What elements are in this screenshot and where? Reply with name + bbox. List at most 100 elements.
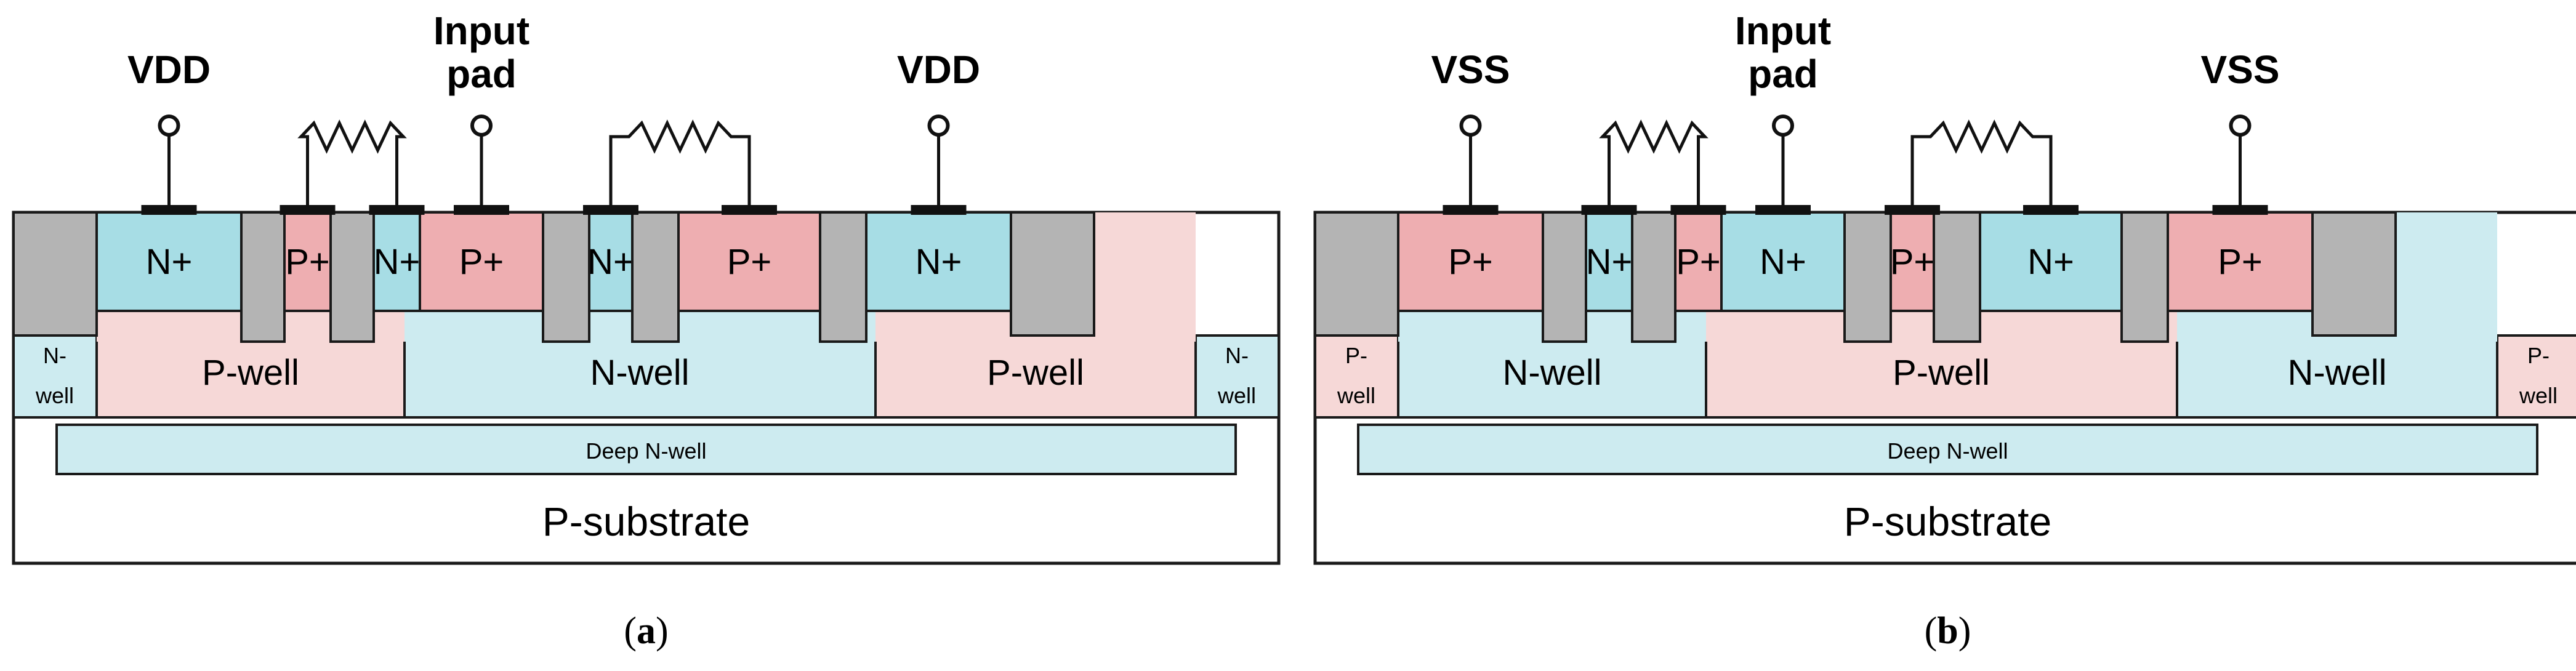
sti-trench (1933, 211, 1981, 343)
diffusion-label: P+ (285, 242, 330, 282)
sti-trench (631, 211, 680, 343)
left-terminal-pin-icon (1459, 115, 1482, 137)
resistor-icon (1599, 119, 1709, 205)
deep-n-well-label: Deep N-well (586, 438, 706, 464)
well-label-right: P-well (987, 353, 1084, 393)
sti-trench (819, 211, 867, 343)
metal-contact (454, 205, 509, 215)
diffusion-label: N+ (1586, 242, 1633, 282)
diffusion-label: N+ (146, 242, 193, 282)
metal-contact (1581, 205, 1637, 215)
sti-trench (542, 211, 590, 343)
resistor-icon (609, 119, 751, 205)
metal-contact (911, 205, 967, 215)
well-region-edge-right (2496, 334, 2576, 419)
input-pad-label: Input (1735, 9, 1831, 53)
sti-edge (1010, 211, 1095, 337)
well-region-left (1397, 334, 1707, 419)
caption-paren-close: ) (656, 610, 669, 652)
edge-well-label-left: N- (43, 343, 66, 368)
left-terminal-pin-icon (158, 115, 180, 137)
right-terminal-label: VSS (2200, 47, 2279, 92)
metal-contact (141, 205, 197, 215)
deep-n-well-region (1357, 424, 2538, 475)
p-substrate-label: P-substrate (542, 499, 750, 544)
right-terminal-pin-icon (927, 115, 950, 137)
right-terminal-pin-icon (2229, 115, 2252, 137)
metal-contact (369, 205, 425, 215)
sti-trench (1843, 211, 1892, 343)
diffusion-label: N+ (1760, 242, 1806, 282)
metal-contact (1670, 205, 1726, 215)
sti-trench (1631, 211, 1676, 343)
sti-edge (1314, 211, 1399, 337)
edge-well-label-left: well (35, 383, 74, 408)
well-label-center: N-well (590, 353, 689, 393)
left-terminal-label: VSS (1431, 47, 1510, 92)
caption-paren-open: ( (624, 610, 637, 652)
deep-n-well-region (55, 424, 1237, 475)
panel-b: P+ N+ P+ N+ P+ N+ P+ Deep N-well N-well P-well N-w… (1313, 9, 2576, 652)
diffusion-label: N+ (916, 242, 962, 282)
edge-well-label-left: P- (1345, 343, 1367, 368)
metal-contact (2212, 205, 2268, 215)
diffusion-label: N+ (374, 242, 421, 282)
diffusion-label: P+ (459, 242, 504, 282)
p-substrate-label: P-substrate (1844, 499, 2051, 544)
panel-a: N+ P+ N+ P+ N+ P+ N+ Deep N-well P-well N-well P-w… (12, 9, 1281, 652)
sti-trench (2120, 211, 2169, 343)
sti-trench (329, 211, 375, 343)
right-terminal-label: VDD (897, 47, 980, 92)
diffusion-label: P+ (1676, 242, 1721, 282)
resistor-icon (297, 119, 407, 205)
edge-well-label-right: well (2519, 383, 2558, 408)
metal-contact (2023, 205, 2079, 215)
caption-paren-open: ( (1925, 610, 1938, 652)
edge-well-label-right: N- (1225, 343, 1249, 368)
input-pad-label: pad (446, 52, 517, 96)
input-pad-label: pad (1748, 52, 1818, 96)
metal-contact (1755, 205, 1811, 215)
edge-well-label-right: well (1217, 383, 1256, 408)
sti-edge (12, 211, 98, 337)
edge-well-label-left: well (1337, 383, 1375, 408)
sti-edge (2311, 211, 2397, 337)
diffusion-label: P+ (1890, 242, 1935, 282)
left-terminal-label: VDD (127, 47, 211, 92)
p-plus-diffusion (2167, 211, 2314, 312)
diffusion-label: N+ (587, 242, 634, 282)
input-pad-pin-icon (470, 115, 493, 137)
edge-well-label-right: P- (2527, 343, 2550, 368)
input-pad-label: Input (433, 9, 529, 53)
well-region-edge-left (1314, 334, 1399, 419)
n-plus-diffusion (372, 211, 421, 312)
p-plus-diffusion (1890, 211, 1935, 312)
well-region-edge-left (12, 334, 98, 419)
metal-contact (583, 205, 638, 215)
diffusion-label: P+ (1448, 242, 1493, 282)
caption-letter: b (1937, 610, 1958, 652)
metal-contact (1885, 205, 1940, 215)
sti-trench (1542, 211, 1587, 343)
well-label-center: P-well (1893, 353, 1990, 393)
diffusion-label: N+ (2027, 242, 2074, 282)
input-pad-pin-icon (1772, 115, 1794, 137)
well-label-right: N-well (2287, 353, 2386, 393)
metal-contact (280, 205, 336, 215)
deep-n-well-label: Deep N-well (1887, 438, 2008, 464)
sti-trench (240, 211, 286, 343)
panel-caption: (a) (624, 610, 668, 652)
caption-letter: a (637, 610, 656, 652)
well-label-left: N-well (1502, 353, 1601, 393)
panel-caption: (b) (1925, 610, 1971, 652)
caption-paren-close: ) (1958, 610, 1971, 652)
metal-contact (722, 205, 777, 215)
p-plus-diffusion (419, 211, 544, 312)
diffusion-label: P+ (2218, 242, 2263, 282)
well-label-left: P-well (202, 353, 299, 393)
resistor-icon (1910, 119, 2053, 205)
well-region-edge-right (1194, 334, 1280, 419)
well-region-right (874, 334, 1197, 419)
diffusion-label: P+ (727, 242, 772, 282)
